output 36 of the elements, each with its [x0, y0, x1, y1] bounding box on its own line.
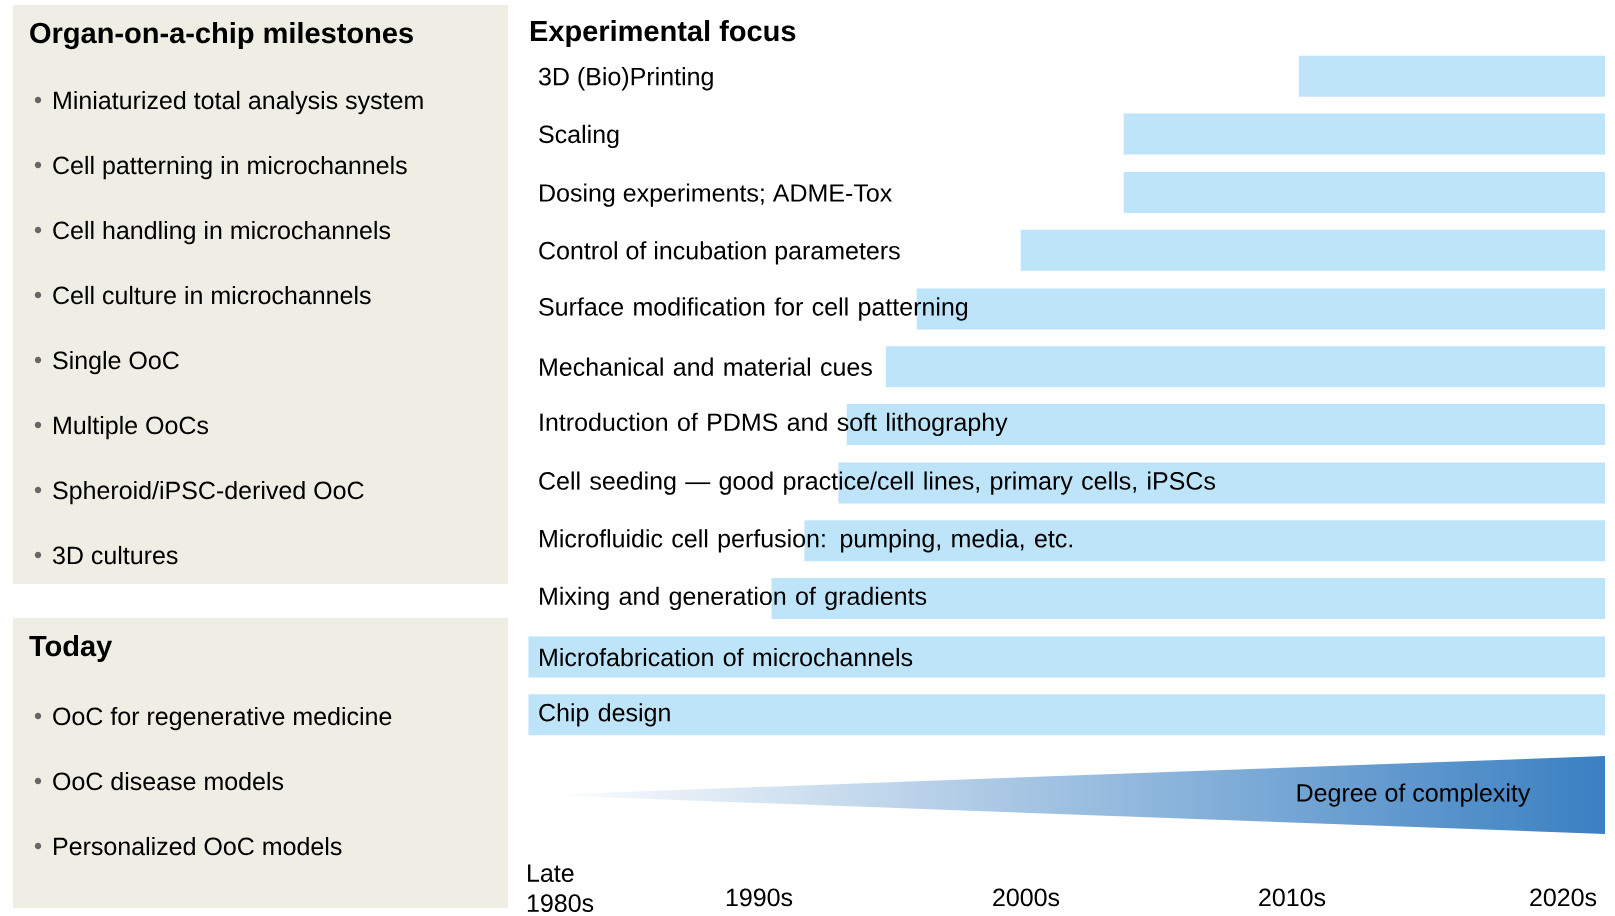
bullet-item: Single OoC: [34, 350, 179, 375]
bullet-item: Personalized OoC models: [34, 836, 342, 856]
row-label: 3D (Bio)Printing: [538, 67, 713, 91]
bullet-item: Spheroid/iPSC-derived OoC: [34, 480, 364, 505]
timeline-bar: Surface modification for cell patterning: [539, 288, 1605, 330]
time-label: 2020s: [1530, 888, 1597, 907]
bullet-item: OoC for regenerative medicine: [34, 706, 392, 731]
bullet-item: Cell patterning in microchannels: [34, 155, 407, 180]
timeline-bar: Mechanical and material cues: [540, 346, 1605, 388]
node-label: Mechanical and material cues: [540, 357, 872, 376]
timeline-bar: Microfabrication of microchannels: [528, 636, 1605, 678]
time-label: 2000s: [993, 888, 1060, 907]
timeline-bar: Mixing and generation of gradients: [540, 577, 1605, 619]
row-label: Control of incubation parameters: [539, 241, 900, 265]
timeline-bar: Microfluidic cell perfusion: pumping, media, etc.: [540, 520, 1605, 562]
timeline-bar: Chip design: [528, 694, 1605, 736]
timeline-bar: [1020, 229, 1605, 271]
timeline-bar: [1298, 55, 1605, 97]
time-label: 2010s: [1259, 888, 1326, 907]
bullet-item: Cell culture in microchannels: [34, 285, 371, 305]
panel-heading: Organ-on-a-chip milestones: [30, 22, 413, 50]
row-label: Scaling: [539, 124, 619, 149]
bullet-item: 3D cultures: [34, 545, 178, 565]
row-label: Dosing experiments; ADME-Tox: [540, 183, 892, 207]
node-label: Surface modification for cell patterning: [539, 297, 968, 321]
bullet-item: Multiple OoCs: [34, 415, 209, 440]
bullet-item: Cell handling in microchannels: [34, 220, 391, 245]
panel-heading: Today: [29, 635, 113, 663]
bullet-item: Miniaturized total analysis system: [34, 90, 423, 115]
timeline-bar: Cell seeding — good practice/cell lines, primary cells, iPSCs: [539, 462, 1605, 504]
bullet-item: OoC disease models: [34, 771, 284, 791]
timeline-bar: Introduction of PDMS and soft lithography: [540, 403, 1605, 445]
complexity-wedge: Degree of complexity: [1297, 783, 1531, 807]
timeline-bar: [1123, 172, 1605, 214]
time-label: 1990s: [726, 888, 793, 907]
timeline-bar: [1123, 113, 1605, 155]
